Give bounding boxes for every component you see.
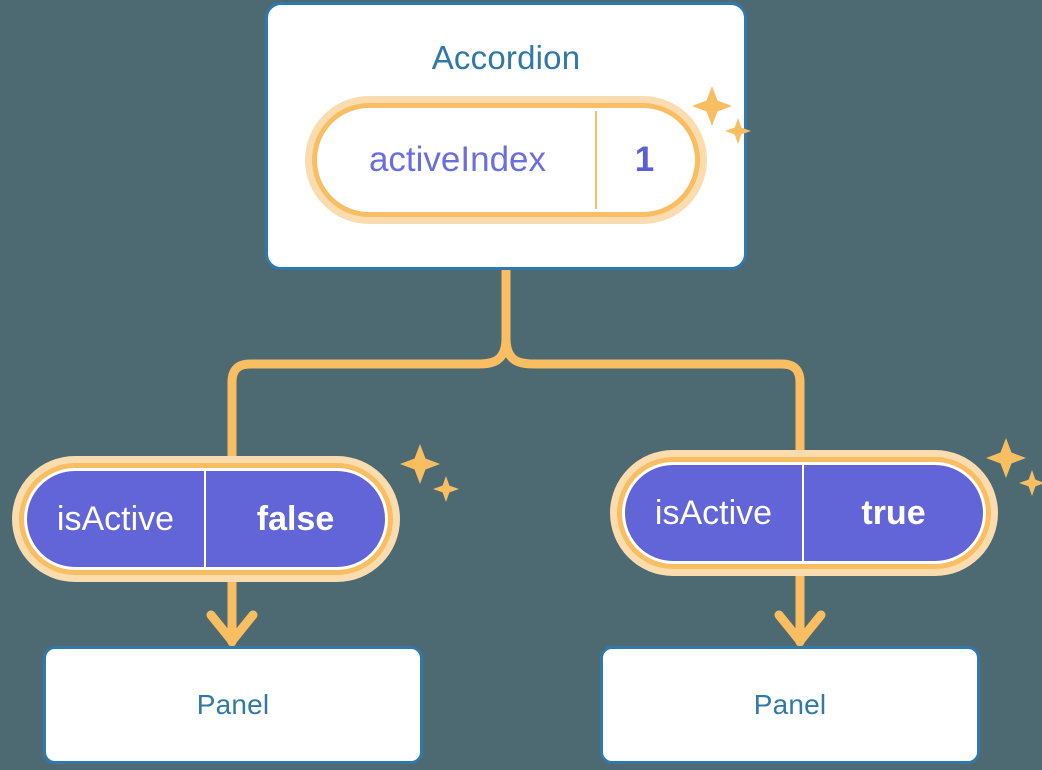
badge-body: activeIndex 1	[317, 108, 695, 212]
panel-title: Panel	[753, 689, 827, 720]
prop-badge-is-active-true[interactable]: isActive true	[610, 450, 998, 576]
badge-ring: isActive false	[19, 463, 393, 575]
prop-badge-is-active-false[interactable]: isActive false	[12, 456, 400, 582]
badge-key: isActive	[27, 471, 206, 567]
badge-key: activeIndex	[320, 111, 597, 209]
state-badge-active-index[interactable]: activeIndex 1	[305, 96, 707, 224]
badge-ring: activeIndex 1	[312, 103, 700, 217]
panel-component-card-left[interactable]: Panel	[43, 646, 423, 764]
badge-key: isActive	[625, 465, 804, 561]
wire-bus-left	[227, 333, 511, 475]
panel-title: Panel	[196, 689, 270, 720]
panel-component-card-right[interactable]: Panel	[600, 646, 980, 764]
badge-body: isActive false	[24, 468, 388, 570]
badge-value: true	[861, 493, 926, 532]
badge-value: false	[256, 499, 335, 538]
wire-bus-right	[501, 333, 805, 471]
arrow-head-left	[206, 610, 258, 646]
page-title: Accordion	[431, 39, 581, 76]
badge-ring: isActive true	[617, 457, 991, 569]
arrow-head-right	[774, 610, 826, 646]
badge-body: isActive true	[622, 462, 986, 564]
badge-value: 1	[634, 140, 655, 179]
